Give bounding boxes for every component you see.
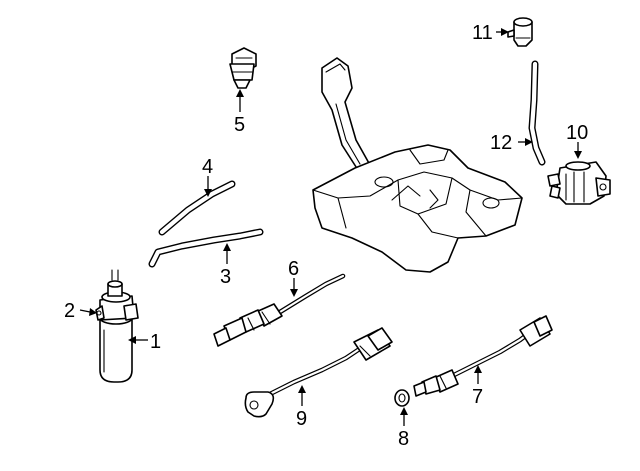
callout-6: 6 <box>288 258 299 280</box>
fuel-tank <box>312 57 523 273</box>
part-5-injector <box>229 47 257 89</box>
part-8-washer <box>394 389 410 407</box>
callout-4: 4 <box>202 156 213 178</box>
part-2-clamp <box>95 305 105 321</box>
part-3-hose <box>148 228 264 268</box>
part-9-knock-sensor <box>244 327 393 418</box>
callout-labels: 1 2 3 4 5 6 7 8 9 10 11 12 <box>64 22 588 450</box>
part-11-reservoir <box>507 17 533 47</box>
part-1-canister <box>99 269 139 383</box>
callout-2: 2 <box>64 300 75 322</box>
callout-7: 7 <box>472 386 483 408</box>
callout-1: 1 <box>150 331 161 353</box>
callout-5: 5 <box>234 114 245 136</box>
callout-12: 12 <box>490 132 512 154</box>
part-6-oxygen-sensor <box>213 273 346 347</box>
callout-9: 9 <box>296 408 307 430</box>
leader-lines <box>79 28 582 426</box>
part-12-vent-hose <box>528 60 546 166</box>
part-10-purge-valve <box>547 161 611 205</box>
callout-11: 11 <box>472 22 493 44</box>
callout-8: 8 <box>398 428 409 450</box>
part-7-oxygen-sensor <box>413 315 553 397</box>
callout-10: 10 <box>566 122 588 144</box>
callout-3: 3 <box>220 266 231 288</box>
part-4-hose <box>158 180 236 236</box>
